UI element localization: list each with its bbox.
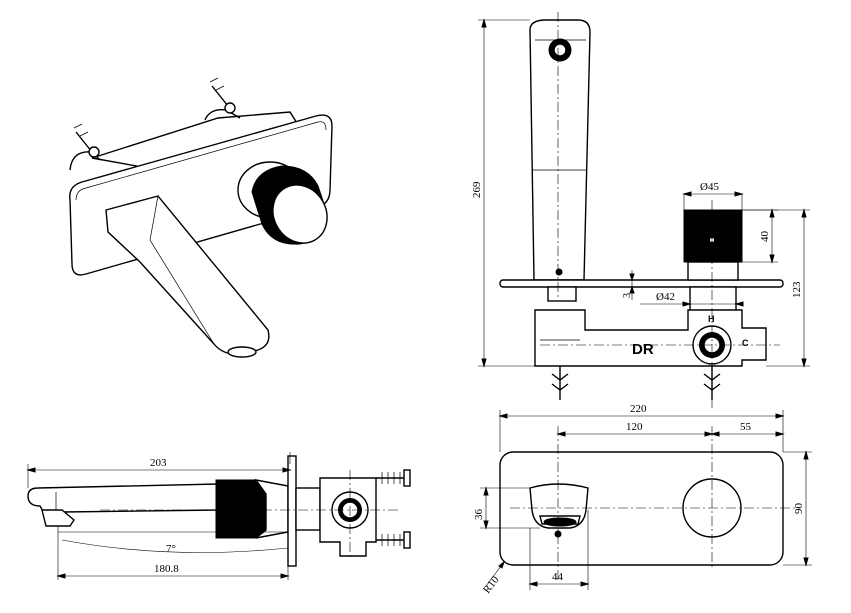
front-handle [683,209,743,263]
plate-outline [499,451,784,566]
side-wall-plate [287,455,297,567]
dim-spout-angle: 7° [166,543,176,555]
front-spout-body [529,19,591,281]
dim-handle-height: 40 [759,231,771,243]
wall-screw-left [73,123,100,158]
dim-edge-to-center: 55 [740,421,752,433]
dim-plate-offset: 3 [622,293,633,298]
side-handle [215,479,267,539]
dim-plate-height: 90 [793,503,805,515]
isometric-view [69,77,333,358]
dim-total-height: 269 [471,181,483,198]
hot-marker: H [708,314,715,324]
dim-right-height: 123 [791,281,803,298]
side-screws [376,469,411,549]
cold-marker: C [742,338,749,348]
front-view: DR H C 269 Ø45 40 123 [471,12,810,410]
wall-screw-right [209,77,236,114]
dim-overall-length: 203 [150,457,167,469]
front-wall-plate [499,279,784,288]
dim-centers: 120 [626,421,643,433]
dim-spout-width: 44 [552,571,564,583]
body-logo: DR [632,341,654,358]
iso-handle [237,161,328,245]
dim-spout-reach: 180.8 [154,563,179,575]
dim-plate-width: 220 [630,403,647,415]
dim-spout-height: 36 [473,509,485,521]
plate-view: 220 120 55 90 36 44 R10 [473,403,812,596]
side-view: 203 7° 180.8 [26,452,411,580]
dim-corner-radius: R10 [481,574,502,596]
dim-body-diameter: Ø42 [656,291,675,303]
dim-handle-diameter: Ø45 [700,181,719,193]
